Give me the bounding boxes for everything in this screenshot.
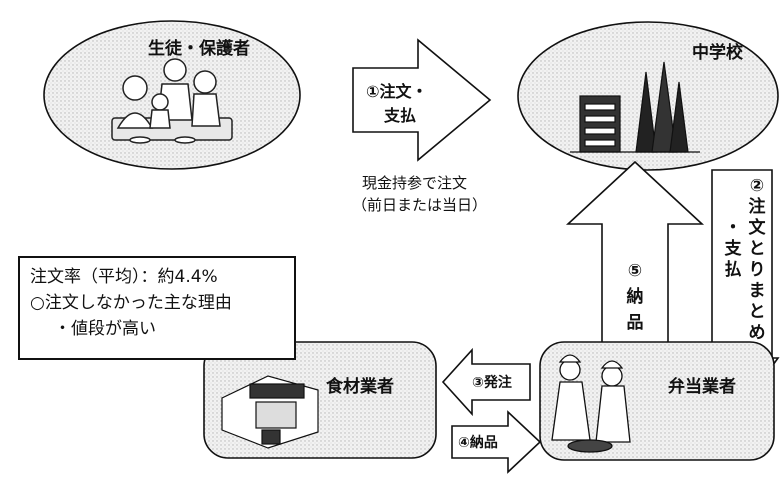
- cash-note-line1: 現金持参で注文: [362, 174, 468, 192]
- step1-label-line1: ①注文・: [366, 82, 428, 101]
- order-payment-arrow: [352, 38, 492, 162]
- school-building-illustration: [570, 61, 700, 153]
- order-rate-info-box: 注文率（平均）：約4.4% ○注文しなかった主な理由 ・値段が高い: [18, 256, 296, 360]
- students-parents-label: 生徒・保護者: [148, 39, 250, 59]
- step2-sub-label: ・支払: [724, 218, 742, 280]
- delivery-from-supplier-arrow: [451, 410, 542, 474]
- chefs-illustration: [551, 354, 631, 453]
- store-illustration: [221, 375, 319, 449]
- reason-heading: ○注文しなかった主な理由: [30, 293, 232, 313]
- cash-note-line2: （前日または当日）: [352, 196, 488, 214]
- food-supplier-label: 食材業者: [326, 377, 394, 397]
- step4-label: ④納品: [458, 435, 498, 451]
- step1-label-line2: 支払: [384, 106, 417, 125]
- reason-item: ・値段が高い: [54, 319, 156, 339]
- bento-vendor-label: 弁当業者: [668, 377, 736, 397]
- delivery-to-school-arrow: [565, 160, 705, 373]
- step3-label: ③発注: [472, 375, 512, 391]
- order-to-supplier-arrow: [441, 347, 531, 417]
- order-rate-text: 注文率（平均）：約4.4%: [30, 267, 218, 287]
- family-illustration: [111, 58, 233, 144]
- middle-school-label: 中学校: [692, 43, 743, 63]
